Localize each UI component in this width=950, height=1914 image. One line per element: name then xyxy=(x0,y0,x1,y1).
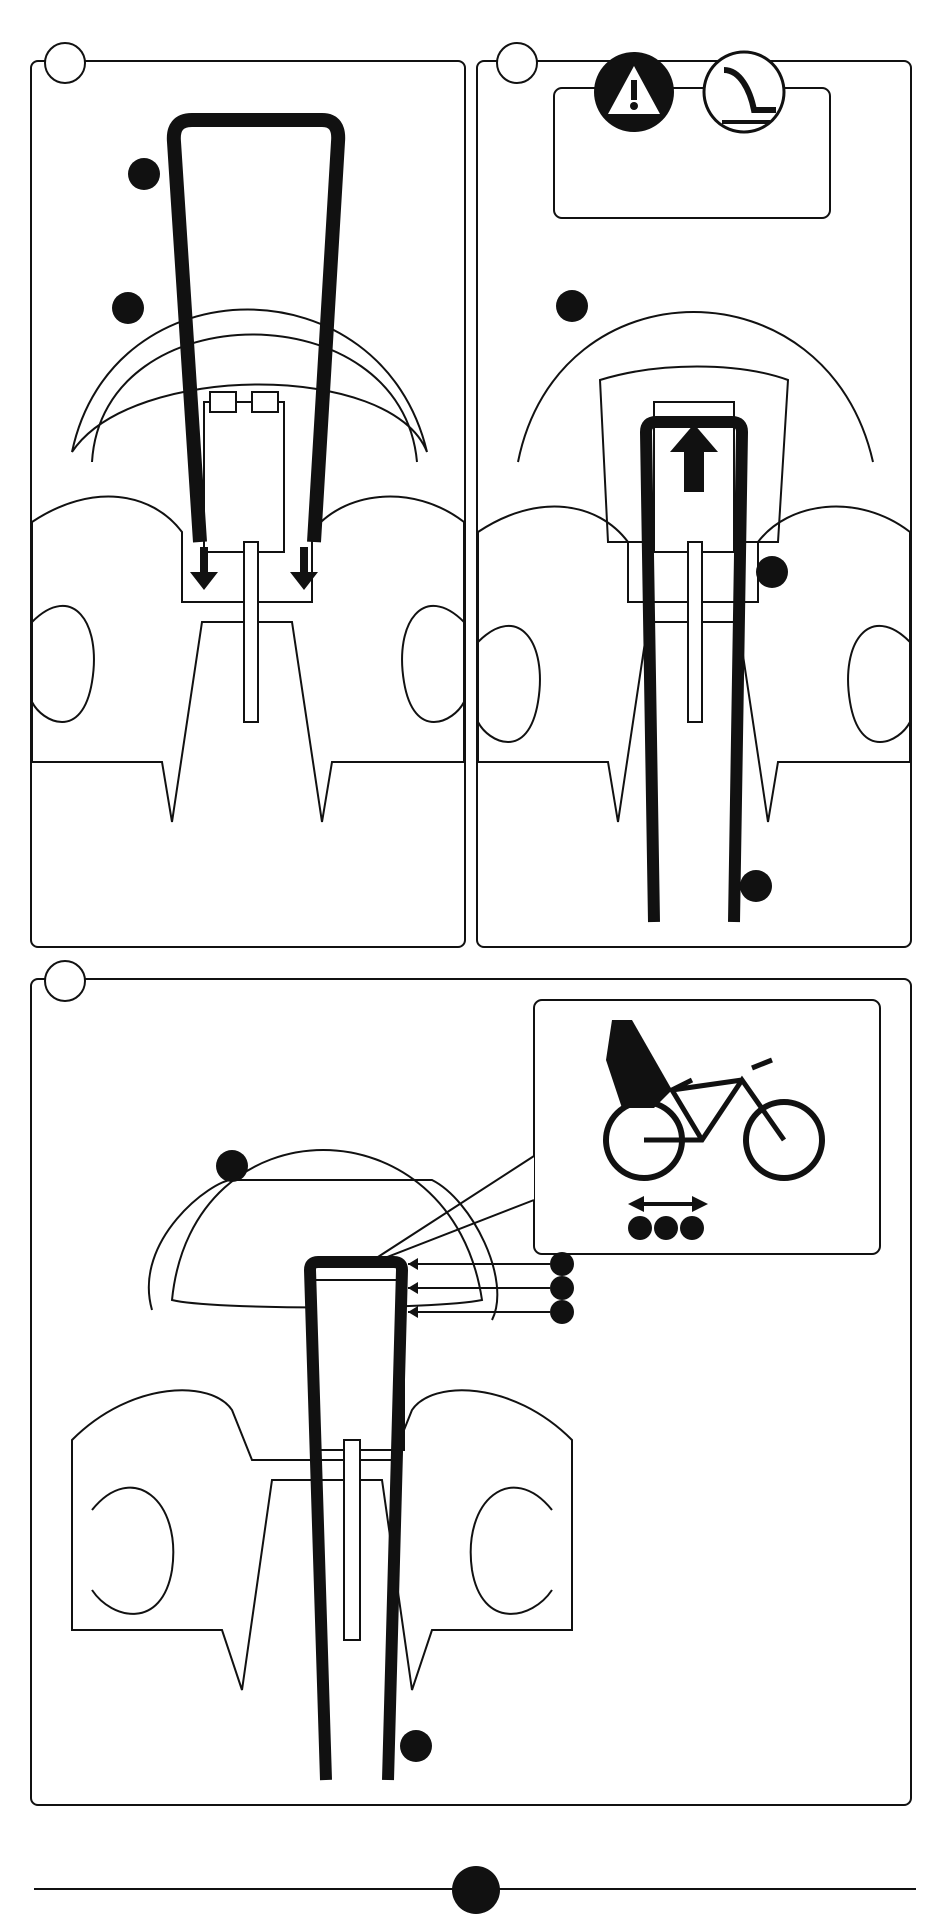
step-number-circle-a xyxy=(44,42,86,84)
callout-marker xyxy=(112,292,144,324)
callout-marker xyxy=(550,1300,574,1324)
step-number-circle-b xyxy=(496,42,538,84)
callout-marker xyxy=(740,870,772,902)
inset-box xyxy=(534,1000,880,1254)
icon-strip xyxy=(0,30,950,170)
step-panel-c xyxy=(30,978,912,1806)
seat-illustration-b xyxy=(478,62,910,946)
callout-marker xyxy=(756,556,788,588)
step-number-circle-c xyxy=(44,960,86,1002)
step-panel-a xyxy=(30,60,466,948)
page-number-badge xyxy=(452,1866,500,1914)
seat-illustration-c xyxy=(32,980,910,1804)
step-panel-b xyxy=(476,60,912,948)
callout-marker xyxy=(400,1730,432,1762)
callout-marker xyxy=(550,1276,574,1300)
callout-marker xyxy=(216,1150,248,1182)
seat-illustration-a xyxy=(32,62,464,946)
callout-marker xyxy=(556,290,588,322)
callout-marker xyxy=(550,1252,574,1276)
